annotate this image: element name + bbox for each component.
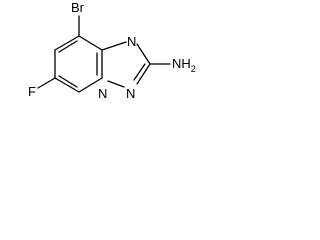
atom-label-amine: NH2 xyxy=(172,56,196,74)
atom-label-nitrogen-top: N xyxy=(127,34,136,49)
double-bond-c6-c5-inner xyxy=(58,75,78,88)
atom-label-nitrogen-bottom: N xyxy=(126,86,135,101)
chemical-structure-diagram: Br F N N N NH2 xyxy=(28,0,196,101)
bond-n3-n4 xyxy=(107,80,125,88)
bond-c6-c5 xyxy=(54,77,80,93)
bond-c8a-n1 xyxy=(101,41,127,51)
bond-c8-c7 xyxy=(54,35,80,51)
double-bond-c2-n3-inner xyxy=(133,63,146,81)
atom-label-bromine: Br xyxy=(71,0,85,15)
atom-label-nitrogen-bridge: N xyxy=(98,86,107,101)
bond-c2-n3 xyxy=(136,63,151,85)
double-bond-c8-c7-inner xyxy=(58,40,78,53)
bond-c5-n4 xyxy=(78,77,103,93)
amine-nh: NH xyxy=(172,56,191,71)
bond-c8a-c8 xyxy=(78,35,103,51)
bond-n1-c2 xyxy=(136,43,151,65)
amine-subscript: 2 xyxy=(191,64,196,74)
atom-label-fluorine: F xyxy=(28,84,36,99)
bond-c6-f xyxy=(37,77,56,89)
